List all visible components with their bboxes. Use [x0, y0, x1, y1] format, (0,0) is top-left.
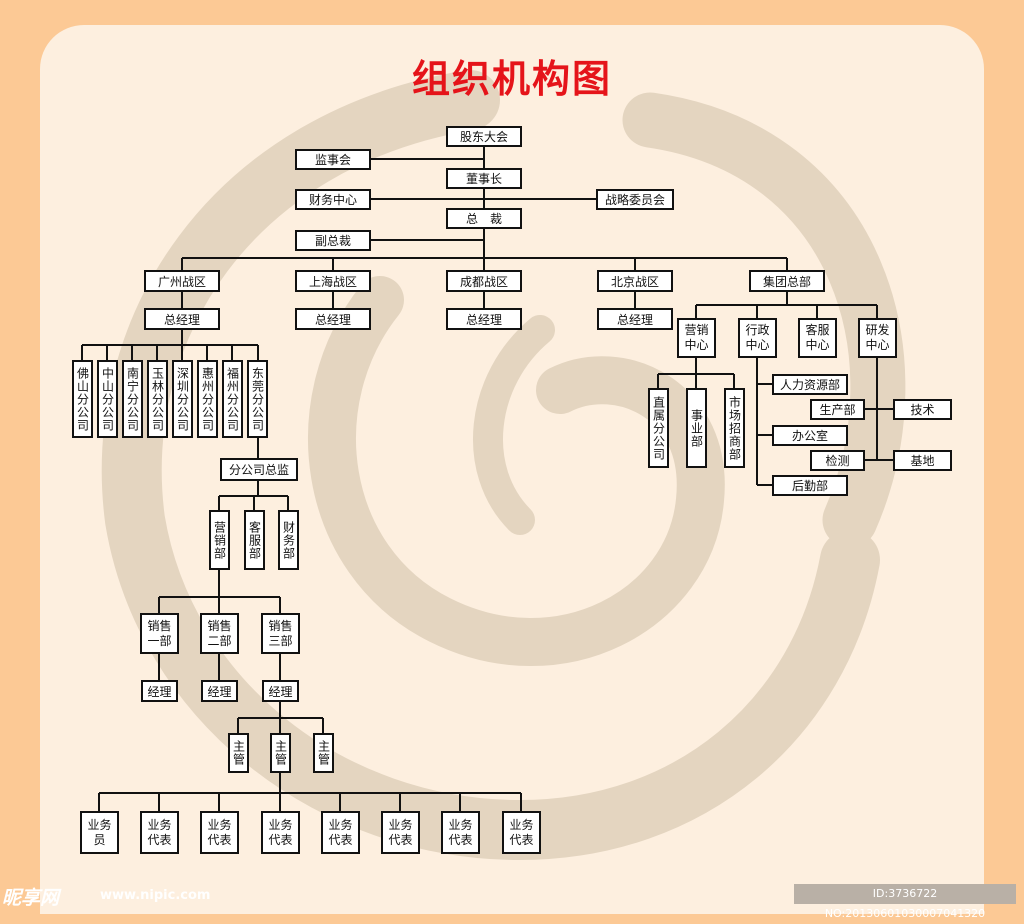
watermark-url: www.nipic.com	[100, 888, 211, 903]
node-supervisory-board: 监事会	[295, 149, 371, 170]
node-sales-unit: 销售三部	[261, 613, 300, 654]
node-branch: 中山分公司	[97, 360, 118, 438]
node-gm-shanghai: 总经理	[295, 308, 371, 330]
node-branch-director: 分公司总监	[220, 458, 298, 481]
node-vice-president: 副总裁	[295, 230, 371, 251]
diagram-title: 组织机构图	[411, 57, 612, 101]
node-staff: 业务代表	[140, 811, 179, 854]
node-manager: 经理	[141, 680, 178, 702]
node-strategy-committee: 战略委员会	[596, 189, 674, 210]
node-supervisor: 主管	[270, 733, 291, 773]
node-manager: 经理	[262, 680, 299, 702]
node-branch-dept: 财务部	[278, 510, 299, 570]
node-guangzhou-region: 广州战区	[144, 270, 220, 292]
node-manager: 经理	[201, 680, 238, 702]
node-marketing-dept: 市场招商部	[724, 388, 745, 468]
node-staff: 业务代表	[502, 811, 541, 854]
node-branch: 东莞分公司	[247, 360, 268, 438]
node-hq-center: 营销中心	[677, 318, 716, 358]
node-staff: 业务员	[80, 811, 119, 854]
node-gm-beijing: 总经理	[597, 308, 673, 330]
node-group-hq: 集团总部	[749, 270, 825, 292]
node-marketing-dept: 事业部	[686, 388, 707, 468]
node-staff: 业务代表	[441, 811, 480, 854]
node-branch: 南宁分公司	[122, 360, 143, 438]
node-chengdu-region: 成都战区	[446, 270, 522, 292]
node-staff: 业务代表	[321, 811, 360, 854]
node-branch: 福州分公司	[222, 360, 243, 438]
node-branch: 惠州分公司	[197, 360, 218, 438]
node-technology: 技术	[893, 399, 952, 420]
node-supervisor: 主管	[313, 733, 334, 773]
node-sales-unit: 销售二部	[200, 613, 239, 654]
node-branch: 玉林分公司	[147, 360, 168, 438]
node-staff: 业务代表	[381, 811, 420, 854]
node-base: 基地	[893, 450, 952, 471]
watermark-logo: 昵享网	[2, 887, 60, 909]
node-hq-center: 客服中心	[798, 318, 837, 358]
node-gm-chengdu: 总经理	[446, 308, 522, 330]
node-branch: 佛山分公司	[72, 360, 93, 438]
node-admin-dept: 办公室	[772, 425, 848, 446]
node-inspection: 检测	[810, 450, 865, 471]
node-marketing-dept: 直属分公司	[648, 388, 669, 468]
node-president: 总 裁	[446, 208, 522, 229]
node-gm-guangzhou: 总经理	[144, 308, 220, 330]
node-staff: 业务代表	[200, 811, 239, 854]
node-admin-dept: 人力资源部	[772, 374, 848, 395]
watermark-image-id: ID:3736722 NO:20130601030007041320	[794, 884, 1016, 920]
node-beijing-region: 北京战区	[597, 270, 673, 292]
node-branch-dept: 营销部	[209, 510, 230, 570]
node-chairman: 董事长	[446, 168, 522, 189]
node-hq-center: 研发中心	[858, 318, 897, 358]
node-admin-dept: 后勤部	[772, 475, 848, 496]
node-staff: 业务代表	[261, 811, 300, 854]
node-branch: 深圳分公司	[172, 360, 193, 438]
node-hq-center: 行政中心	[738, 318, 777, 358]
node-branch-dept: 客服部	[244, 510, 265, 570]
node-production: 生产部	[810, 399, 865, 420]
node-supervisor: 主管	[228, 733, 249, 773]
node-sales-unit: 销售一部	[140, 613, 179, 654]
node-finance-center: 财务中心	[295, 189, 371, 210]
node-shareholders: 股东大会	[446, 126, 522, 147]
node-shanghai-region: 上海战区	[295, 270, 371, 292]
